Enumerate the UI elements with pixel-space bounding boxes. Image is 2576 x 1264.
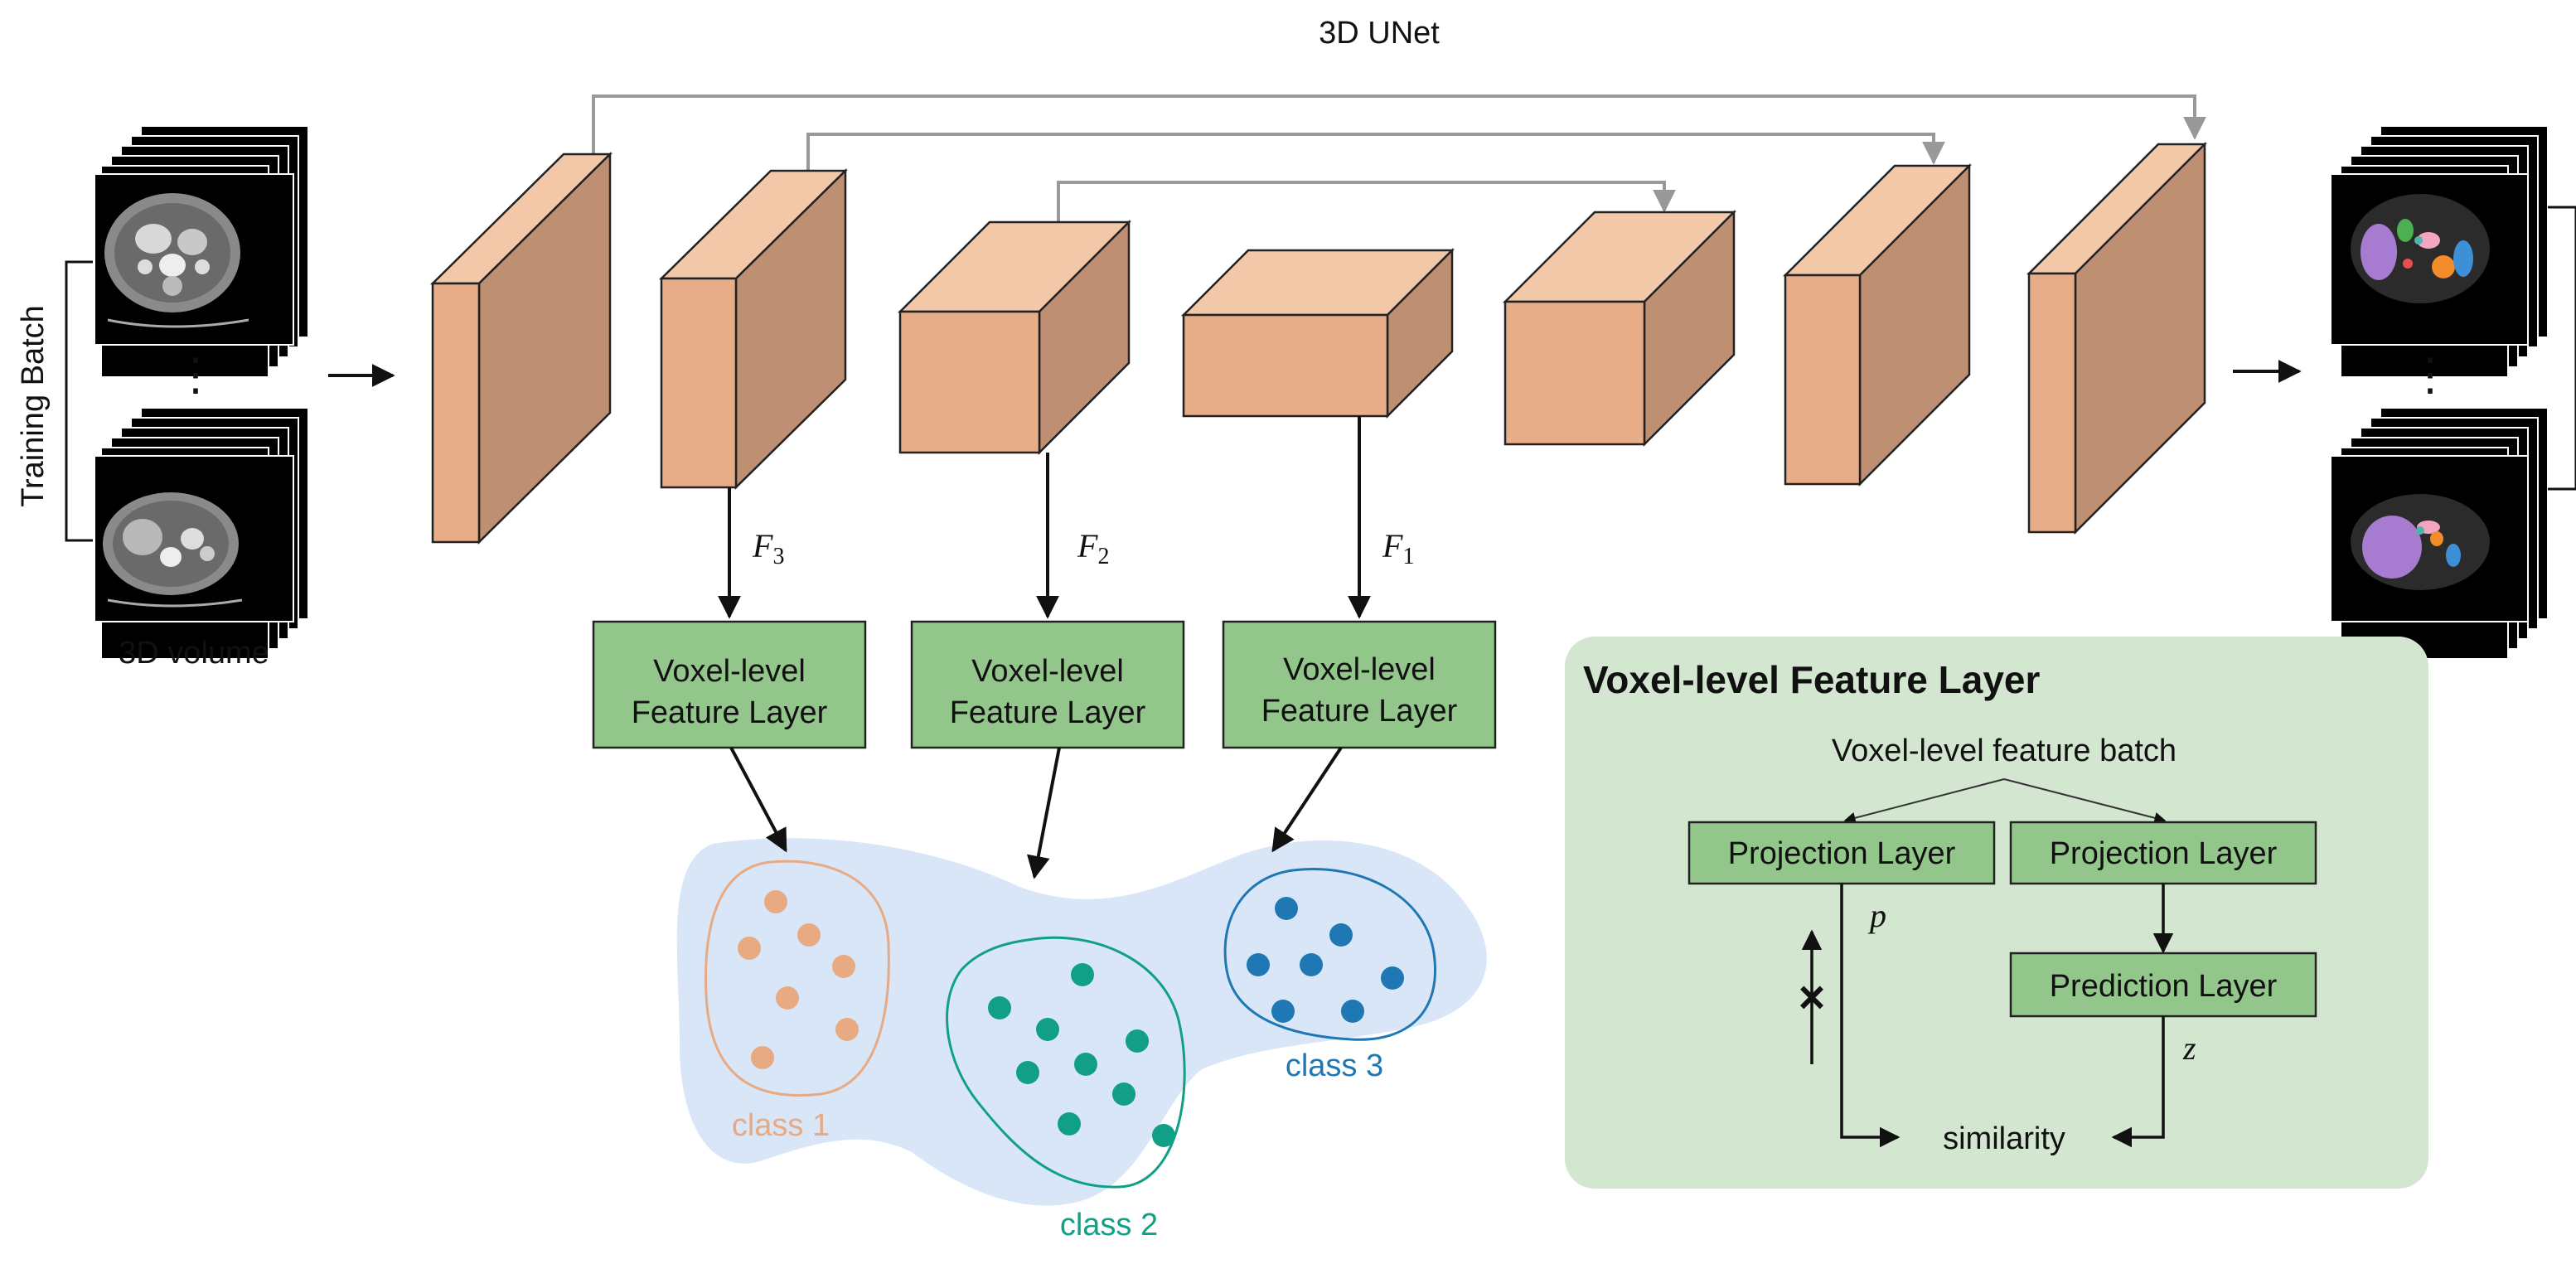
class-2-cluster	[946, 936, 1186, 1189]
decoder-block-2	[1782, 162, 1973, 487]
class-1-cluster	[705, 860, 890, 1097]
segmentation-image-bottom	[2351, 494, 2490, 590]
feature-label-f1: F1	[1382, 527, 1414, 569]
diagram-title: 3D UNet	[1319, 16, 1440, 51]
unet-blocks	[429, 141, 2208, 545]
training-batch-label: Training Batch	[16, 305, 51, 507]
feature-label-f2: F2	[1077, 527, 1109, 569]
class-1-label: class 1	[732, 1108, 830, 1143]
svg-text:Voxel-level: Voxel-level	[1283, 652, 1436, 687]
panel-title: Voxel-level Feature Layer	[1583, 658, 2041, 701]
similarity-label: similarity	[1943, 1121, 2065, 1156]
projection-layer-left: Projection Layer	[1687, 821, 1996, 885]
decoder-block-3	[2026, 141, 2208, 535]
output-segmentation-stack-top	[2330, 125, 2549, 378]
feature-label-f3: F3	[752, 527, 784, 569]
output-segmentation-stack-bottom	[2330, 407, 2549, 660]
skip-connections	[592, 94, 2206, 222]
segmentation-image-top	[2351, 194, 2490, 303]
svg-text:Feature Layer: Feature Layer	[950, 695, 1146, 730]
stop-gradient-mark: ×	[1799, 971, 1826, 1023]
svg-text:Prediction Layer: Prediction Layer	[2050, 969, 2278, 1004]
ct-slice-image-bottom	[103, 492, 243, 608]
svg-text:Feature Layer: Feature Layer	[632, 695, 828, 730]
feature-layer-panel: Voxel-level Feature Layer Voxel-level fe…	[1565, 637, 2428, 1189]
svg-text:Projection Layer: Projection Layer	[1728, 836, 1956, 871]
volume-label: 3D volume	[119, 636, 269, 671]
embedding-space	[676, 838, 1487, 1206]
bottleneck-block	[1180, 247, 1455, 419]
svg-text:Voxel-level: Voxel-level	[971, 654, 1124, 689]
decoder-block-1	[1502, 209, 1737, 448]
prediction-layer: Prediction Layer	[2009, 952, 2317, 1018]
ct-slice-image-top	[104, 193, 249, 328]
encoder-block-3	[897, 219, 1132, 456]
projection-layer-right: Projection Layer	[2009, 821, 2317, 885]
svg-text:Feature Layer: Feature Layer	[1261, 694, 1458, 729]
svg-text:Projection Layer: Projection Layer	[2050, 836, 2278, 871]
encoder-block-2	[658, 168, 849, 490]
skip-connection-outer	[592, 94, 2206, 154]
output-ellipsis: ⋮	[2408, 350, 2453, 400]
svg-text:Voxel-level: Voxel-level	[653, 654, 806, 689]
output-batch-bracket	[2548, 206, 2576, 491]
skip-connection-inner	[1057, 181, 1676, 222]
skip-connection-middle	[806, 133, 1945, 171]
input-volume-stack-top	[94, 125, 309, 378]
class-3-label: class 3	[1286, 1048, 1383, 1083]
class-3-cluster	[1223, 868, 1436, 1041]
feature-layer-box-3: Voxel-level Feature Layer	[1222, 620, 1497, 749]
embedding-arrows	[729, 746, 1343, 879]
p-label: p	[1867, 897, 1886, 934]
class-2-label: class 2	[1060, 1208, 1158, 1242]
feature-batch-label: Voxel-level feature batch	[1832, 734, 2177, 768]
z-label: z	[2182, 1029, 2196, 1067]
training-batch-bracket	[65, 260, 93, 542]
feature-layer-box-2: Voxel-level Feature Layer	[910, 620, 1185, 749]
feature-layer-box-1: Voxel-level Feature Layer	[592, 620, 867, 749]
feature-arrows	[718, 416, 1371, 619]
input-volume-stack-bottom	[94, 407, 309, 660]
input-ellipsis: ⋮	[173, 350, 218, 400]
encoder-block-1	[429, 152, 613, 545]
